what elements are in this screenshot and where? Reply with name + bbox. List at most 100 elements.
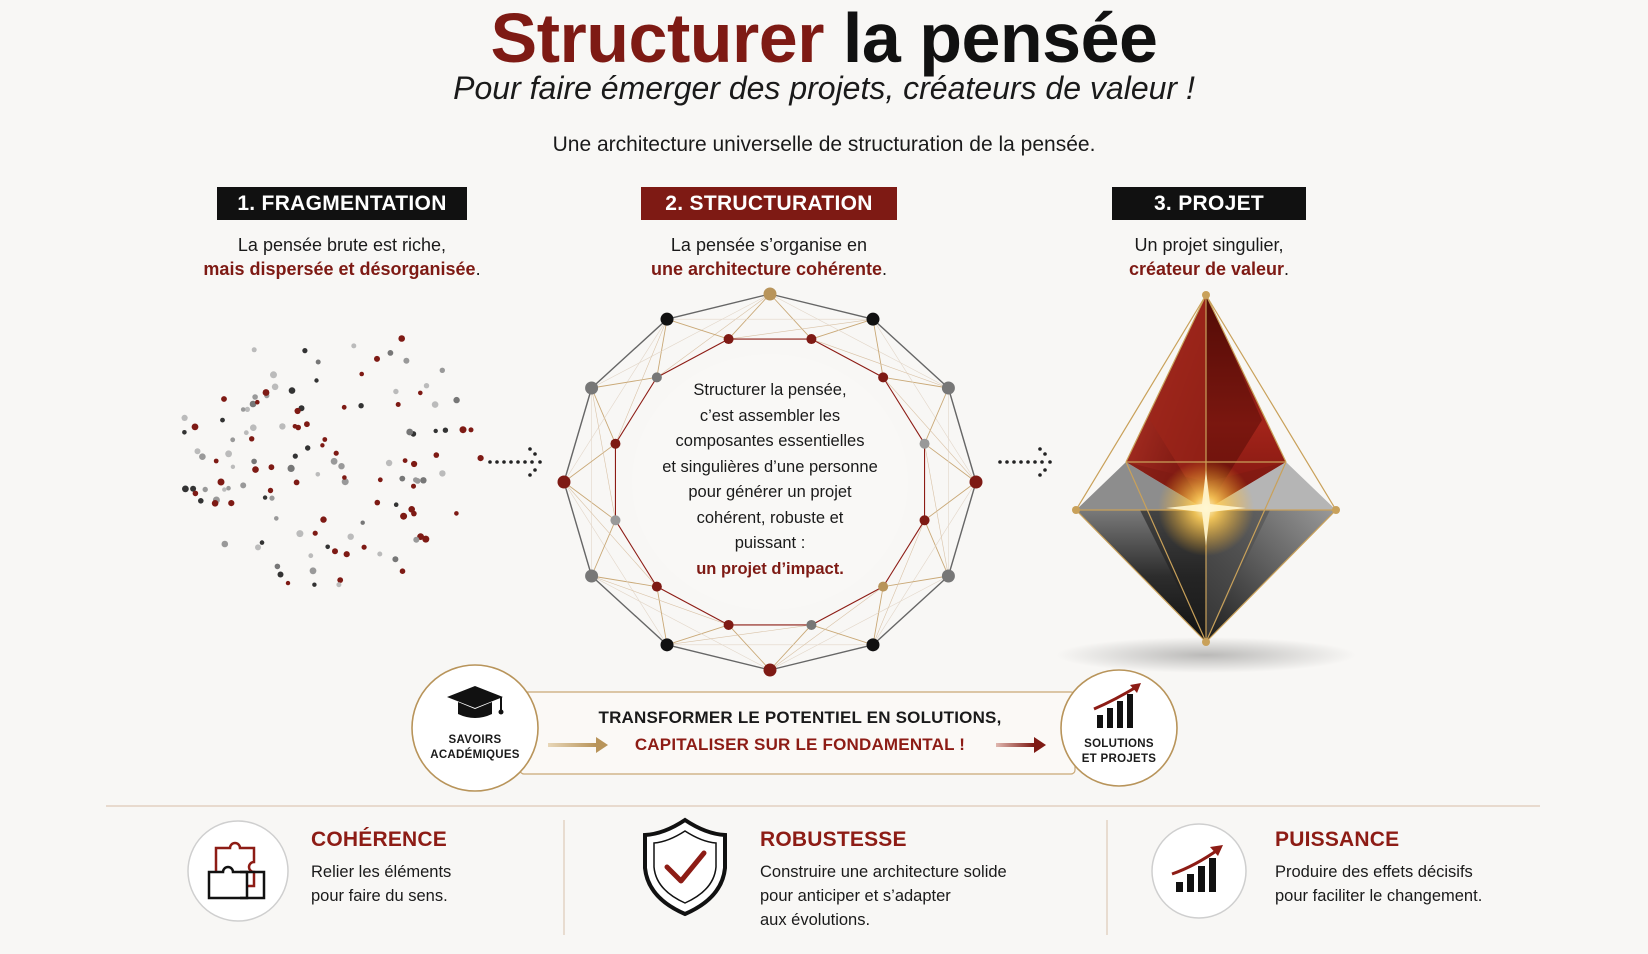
scatter-dot (194, 448, 201, 455)
pillar-title: COHÉRENCE (311, 828, 447, 851)
network-edge (924, 387, 949, 444)
network-edge (666, 624, 812, 646)
scatter-dot (374, 355, 380, 362)
step-desc-structuration: La pensée s’organise en une architecture… (599, 233, 939, 281)
project-gem (1056, 291, 1356, 673)
scatter-dot (222, 487, 227, 492)
scatter-dot (360, 520, 365, 525)
network-node (866, 638, 880, 652)
scatter-dot (330, 457, 338, 465)
network-node (806, 619, 817, 630)
scatter-dot (411, 483, 416, 489)
pillar-desc-line: pour anticiper et s’adapter (760, 887, 951, 905)
scatter-dot (408, 506, 416, 513)
network-edge (615, 319, 668, 444)
scatter-dot (418, 390, 423, 396)
scatter-dot (402, 458, 408, 463)
banner-line1: TRANSFORMER LE POTENTIEL EN SOLUTIONS, (598, 708, 1002, 727)
scatter-dot (431, 401, 439, 408)
tagline: Une architecture universelle de structur… (552, 133, 1096, 156)
scatter-dot (182, 430, 187, 435)
network-node (610, 515, 621, 526)
network-edge (728, 624, 771, 671)
scatter-dot (198, 498, 204, 504)
scatter-dot (332, 548, 338, 555)
scatter-dot (459, 426, 467, 434)
scatter-dot (347, 533, 354, 540)
pillar-puissance: PUISSANCE Produire des effets décisifs p… (1275, 828, 1575, 908)
scatter-dot (385, 459, 393, 467)
scatter-dot (411, 460, 418, 468)
scatter-dot (351, 343, 357, 349)
scatter-dot (199, 453, 206, 461)
network-edge (614, 520, 658, 587)
scatter-dot (255, 544, 261, 551)
scatter-dot (336, 582, 342, 588)
savoirs-label: SAVOIRS ACADÉMIQUES (415, 733, 535, 763)
step-badge-structuration: 2. STRUCTURATION (641, 187, 897, 220)
shield-check-icon (643, 817, 727, 917)
fragmentation-dots (181, 335, 484, 588)
network-edge (563, 481, 668, 645)
scatter-dot (240, 407, 246, 412)
scatter-dot (202, 486, 208, 493)
network-edge (811, 338, 884, 378)
scatter-dot (400, 512, 408, 520)
scatter-dot (271, 383, 279, 391)
network-edge (769, 644, 874, 671)
growth-chart-icon (1093, 683, 1141, 728)
banner (411, 664, 1178, 792)
network-edge (591, 575, 668, 646)
step-badge-fragmentation: 1. FRAGMENTATION (217, 187, 467, 220)
scatter-dot (249, 400, 257, 408)
title-accent: Structurer (490, 0, 825, 77)
network-edge (591, 318, 668, 389)
solutions-label-line1: SOLUTIONS (1084, 738, 1154, 750)
scatter-dot (442, 427, 449, 433)
scatter-dot (403, 357, 410, 364)
scatter-dot (399, 568, 406, 574)
scatter-dot (274, 563, 281, 570)
scatter-dot (230, 437, 236, 443)
scatter-dot (477, 455, 484, 462)
network-edge (872, 319, 977, 483)
network-node (723, 334, 734, 345)
network-edge (656, 319, 668, 378)
scatter-dot (312, 530, 318, 536)
scatter-dot (262, 389, 270, 396)
scatter-dot (315, 472, 321, 477)
network-edge (563, 319, 668, 483)
network-edge (563, 387, 593, 483)
structuration-network (557, 287, 983, 677)
network-node (585, 381, 599, 395)
scatter-dot (420, 477, 427, 484)
scatter-dot (453, 396, 460, 404)
graduation-cap-icon (447, 686, 504, 718)
scatter-dot (377, 477, 383, 483)
pillar-title: PUISSANCE (1275, 828, 1400, 851)
network-node (919, 515, 930, 526)
scatter-dot (270, 371, 277, 379)
scatter-dot (314, 378, 319, 383)
scatter-dot (267, 487, 274, 494)
network-node (585, 569, 599, 583)
scatter-dot (268, 464, 275, 471)
solutions-label-line2: ET PROJETS (1081, 753, 1157, 765)
scatter-dot (422, 535, 430, 543)
scatter-dot (287, 464, 295, 472)
scatter-dot (395, 402, 401, 407)
scatter-dot (221, 396, 227, 402)
puzzle-icon (187, 820, 289, 922)
scatter-dot (322, 437, 328, 442)
network-node (941, 381, 955, 395)
scatter-dot (240, 482, 247, 489)
network-center (632, 354, 908, 610)
scatter-dot (325, 544, 331, 550)
network-edge (924, 443, 977, 483)
network-node (866, 312, 880, 326)
network-edge (872, 520, 925, 645)
pillar-desc-line: aux évolutions. (760, 911, 871, 929)
scatter-dot (221, 540, 229, 548)
scatter-dot (341, 404, 347, 410)
